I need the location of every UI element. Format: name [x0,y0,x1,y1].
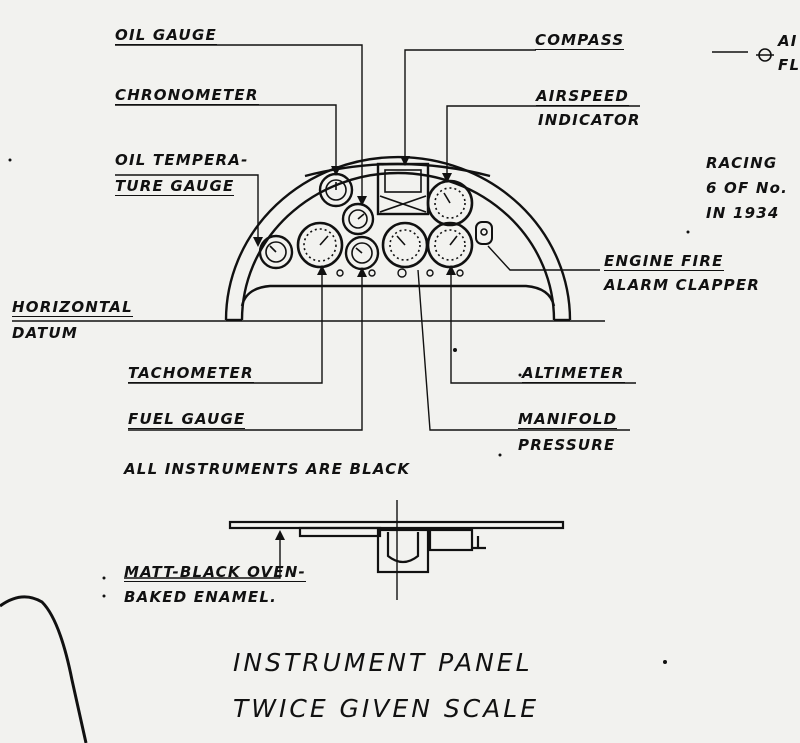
label-oil-temperature-1: OIL TEMPERA- [115,151,249,169]
panel-outline [224,155,572,322]
label-altimeter: ALTIMETER [522,364,625,383]
speck-marks [8,158,690,664]
fuel-gauge-instrument [344,235,380,271]
title-instrument-panel: INSTRUMENT PANEL [233,648,533,677]
label-datum: DATUM [12,324,78,342]
label-manifold: MANIFOLD [518,410,618,429]
label-indicator: INDICATOR [538,111,641,129]
panel-knobs [336,268,464,278]
label-horizontal: HORIZONTAL [12,298,133,317]
label-engine-fire: ENGINE FIRE [604,252,724,271]
manifold-pressure-instrument [381,221,429,269]
label-fuel-gauge: FUEL GAUGE [128,410,246,429]
centerline-symbol [712,48,774,62]
leader-arrowheads [253,156,456,277]
label-baked-enamel: BAKED ENAMEL. [124,588,278,606]
label-chronometer: CHRONOMETER [115,86,259,105]
label-corner-1: AI [778,32,798,50]
label-matt-black: MATT-BLACK OVEN- [124,563,306,582]
label-pressure: PRESSURE [518,436,616,454]
label-oil-temperature-2: TURE GAUGE [115,177,235,196]
leader-lines [115,44,640,431]
airspeed-indicator-instrument [426,179,474,227]
engine-fire-alarm-clapper [475,221,493,245]
label-compass: COMPASS [535,31,625,50]
label-racing-2: 6 OF No. [706,179,789,197]
altimeter-instrument [426,221,474,269]
outline-curve [0,595,88,743]
label-airspeed: AIRSPEED [536,87,630,106]
panel-side-view [124,500,565,600]
label-oil-gauge: OIL GAUGE [115,26,217,45]
label-all-instruments-black: ALL INSTRUMENTS ARE BLACK [124,460,411,478]
label-tachometer: TACHOMETER [128,364,254,383]
title-scale: TWICE GIVEN SCALE [233,694,540,723]
compass-instrument [376,162,430,216]
label-alarm-clapper: ALARM CLAPPER [604,276,761,294]
label-racing-1: RACING [706,154,778,172]
oil-temperature-instrument [258,234,294,270]
label-corner-2: FL [778,56,800,74]
oil-gauge-instrument [341,202,375,236]
tachometer-instrument [296,221,344,269]
label-racing-3: IN 1934 [706,204,780,222]
